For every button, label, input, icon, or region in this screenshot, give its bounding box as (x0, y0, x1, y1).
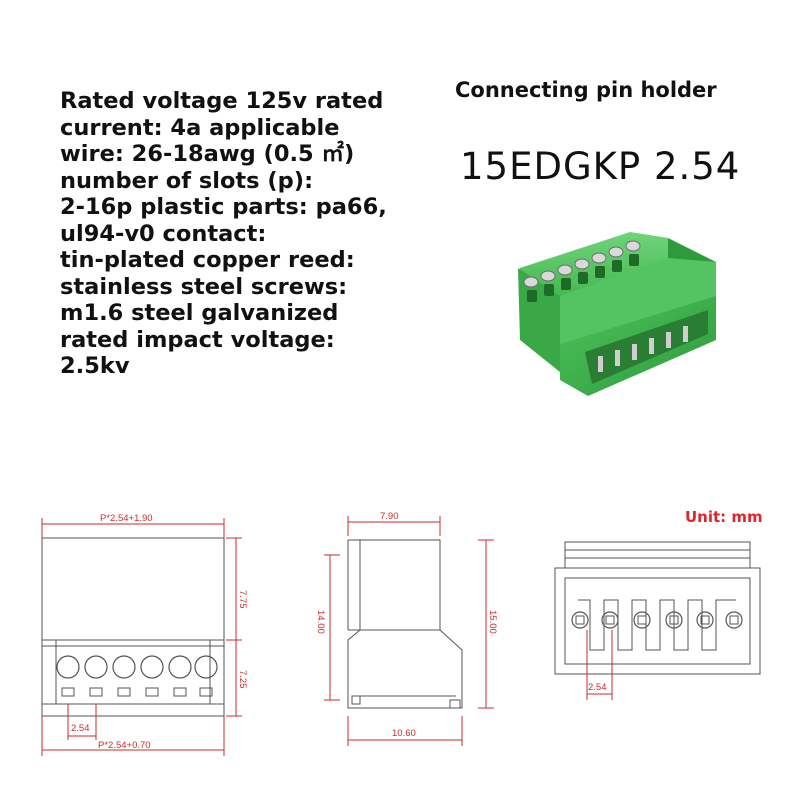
back-view-drawing (554, 541, 761, 675)
spec-line: m1.6 steel galvanized (60, 300, 339, 326)
dim-side-top-width: 7.90 (380, 511, 399, 522)
dim-side-right-height: 15.00 (487, 610, 498, 634)
dim-front-lower-height: 7.25 (237, 670, 248, 689)
side-view-drawing (347, 539, 463, 709)
dim-front-upper-height: 7.75 (237, 590, 248, 609)
product-model: 15EDGKP 2.54 (460, 145, 741, 188)
spec-line: number of slots (p): (60, 167, 314, 194)
front-view-dimensions (41, 518, 242, 756)
unit-label: Unit: mm (685, 508, 763, 526)
dim-side-left-height: 14.00 (315, 610, 326, 634)
spec-line: 2-16p plastic parts: pa66, (60, 194, 387, 220)
dim-front-bottom-width: P*2.54+0.70 (98, 740, 151, 751)
spec-text: Rated voltage 125v rated current: 4a app… (60, 88, 430, 380)
spec-line: 2.5kv (60, 353, 130, 379)
back-view-dimensions (586, 630, 613, 700)
product-title: Connecting pin holder (455, 78, 717, 102)
spec-line: rated impact voltage: (60, 326, 335, 353)
spec-line: Rated voltage 125v rated (60, 88, 384, 114)
dim-back-pitch: 2.54 (588, 682, 607, 693)
connector-photo (518, 232, 716, 396)
spec-line: ul94-v0 contact: (60, 220, 267, 247)
front-view-drawing (41, 537, 225, 717)
spec-line: stainless steel screws: (60, 273, 348, 300)
dim-side-bottom-width: 10.60 (392, 728, 416, 739)
side-view-dimensions (324, 516, 494, 746)
dim-front-pitch: 2.54 (71, 723, 90, 734)
spec-line: wire: 26-18awg (0.5 ㎡) (60, 141, 355, 167)
spec-line: current: 4a applicable (60, 114, 340, 141)
dim-front-top-width: P*2.54+1.90 (100, 513, 153, 524)
spec-line: tin-plated copper reed: (60, 247, 355, 273)
